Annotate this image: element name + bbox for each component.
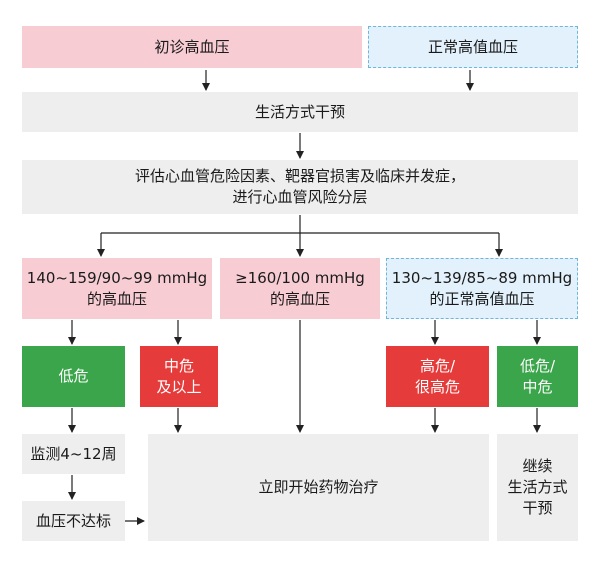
node-high-normal-range: 130~139/85~89 mmHg 的正常高值血压: [386, 258, 578, 319]
node-monitor-label: 监测4~12周: [30, 444, 117, 463]
node-high-normal-range-line1: 130~139/85~89 mmHg: [391, 268, 573, 287]
node-grade1-line2: 的高血压: [86, 289, 147, 308]
node-bp-not-controlled-label: 血压不达标: [35, 511, 111, 530]
node-high-normal-range-line2: 的正常高值血压: [429, 289, 535, 308]
node-risk-assessment-line2: 进行心血管风险分层: [232, 188, 368, 206]
node-start-medication-label: 立即开始药物治疗: [258, 478, 379, 496]
node-mid-risk-line1: 中危: [163, 356, 194, 375]
node-high-risk: 高危/ 很高危: [386, 346, 489, 407]
node-grade1-hypertension: 140~159/90~99 mmHg 的高血压: [22, 258, 212, 319]
node-monitor: 监测4~12周: [22, 434, 125, 474]
node-lifestyle-intervention-label: 生活方式干预: [254, 102, 345, 121]
node-lifestyle-intervention: 生活方式干预: [22, 92, 578, 132]
node-grade2-line1: ≥160/100 mmHg: [235, 268, 365, 287]
node-low-mid-risk-line2: 中危: [522, 377, 553, 396]
node-high-normal-bp-label: 正常高值血压: [427, 37, 518, 56]
node-bp-not-controlled: 血压不达标: [22, 501, 125, 541]
node-mid-risk-and-above: 中危 及以上: [140, 346, 218, 407]
node-grade2-hypertension: ≥160/100 mmHg 的高血压: [220, 258, 380, 319]
node-grade2-line2: 的高血压: [269, 289, 330, 308]
node-mid-risk-line2: 及以上: [156, 377, 202, 396]
node-high-risk-line2: 很高危: [414, 377, 460, 396]
node-low-risk-label: 低危: [58, 367, 89, 385]
node-low-risk: 低危: [22, 346, 125, 407]
node-risk-assessment: 评估心血管危险因素、靶器官损害及临床并发症， 进行心血管风险分层: [22, 160, 578, 214]
node-continue-line1: 继续: [522, 457, 553, 475]
node-risk-assessment-line1: 评估心血管危险因素、靶器官损害及临床并发症，: [134, 167, 465, 185]
node-continue-line2: 生活方式: [507, 478, 568, 496]
node-high-risk-line1: 高危/: [419, 356, 456, 375]
node-high-normal-bp: 正常高值血压: [368, 26, 578, 68]
node-low-mid-risk-line1: 低危/: [519, 356, 556, 375]
node-low-mid-risk: 低危/ 中危: [497, 346, 578, 407]
node-continue-line3: 干预: [522, 499, 553, 517]
node-continue-lifestyle: 继续 生活方式 干预: [497, 434, 578, 541]
node-start-medication: 立即开始药物治疗: [148, 434, 489, 541]
node-grade1-line1: 140~159/90~99 mmHg: [26, 268, 208, 287]
node-initial-hypertension: 初诊高血压: [22, 26, 362, 68]
node-initial-hypertension-label: 初诊高血压: [154, 37, 230, 56]
